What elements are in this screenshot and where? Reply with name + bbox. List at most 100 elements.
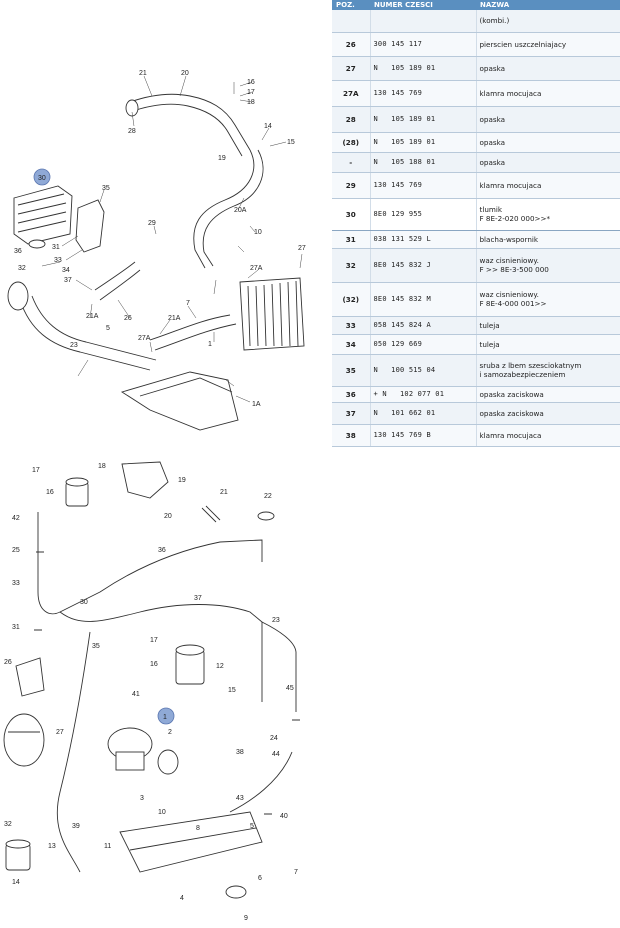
label-5: 5 <box>106 325 110 332</box>
label-35: 35 <box>102 185 110 192</box>
air-duct-part <box>120 371 239 431</box>
label-30: 30 <box>80 599 88 606</box>
label-23: 23 <box>70 342 78 349</box>
label-6: 6 <box>258 875 262 882</box>
intercooler-part <box>239 277 305 351</box>
label-42: 42 <box>12 515 20 522</box>
label-16: 16 <box>247 79 255 86</box>
cell-pos: 37 <box>332 402 371 425</box>
label-5: 5 <box>250 823 254 830</box>
hose-ring-part <box>257 511 275 521</box>
label-36: 36 <box>158 547 166 554</box>
label-17-2: 17 <box>150 637 158 644</box>
cell-name: pierscien uszczelniajacy <box>476 32 620 57</box>
cell-number: N 105 188 01 <box>370 152 477 173</box>
cell-pos: 26 <box>332 32 371 57</box>
cell-number: N 101 662 01 <box>370 402 477 425</box>
cell-pos: 27 <box>332 56 371 81</box>
label-26: 26 <box>4 659 12 666</box>
cell-pos: 34 <box>332 334 371 355</box>
cell-number: 8E0 145 832 M <box>370 282 477 317</box>
vacuum-hose-main <box>37 512 263 615</box>
label-17: 17 <box>247 89 255 96</box>
cell-number: 050 129 669 <box>370 334 477 355</box>
label-44: 44 <box>272 751 280 758</box>
label-10: 10 <box>254 229 262 236</box>
cell-number: 8E0 145 832 J <box>370 248 477 283</box>
position-marker-1[interactable] <box>157 707 175 725</box>
label-45: 45 <box>286 685 294 692</box>
label-29: 29 <box>148 220 156 227</box>
position-marker-30[interactable] <box>33 168 51 186</box>
label-35: 35 <box>92 643 100 650</box>
muffler-part <box>13 185 73 249</box>
label-28: 28 <box>128 128 136 135</box>
cell-pos: - <box>332 152 371 173</box>
bracket-part-upper <box>121 461 169 499</box>
label-19: 19 <box>218 155 226 162</box>
label-12: 12 <box>216 663 224 670</box>
egr-valve-part <box>107 727 179 775</box>
cell-number: N 105 189 01 <box>370 106 477 133</box>
label-27: 27 <box>298 245 306 252</box>
label-9: 9 <box>244 915 248 922</box>
cell-name: opaska <box>476 152 620 173</box>
label-2: 2 <box>168 729 172 736</box>
label-20: 20 <box>164 513 172 520</box>
label-39: 39 <box>72 823 80 830</box>
label-18: 18 <box>98 463 106 470</box>
cell-pos: 31 <box>332 230 371 249</box>
label-26: 26 <box>124 315 132 322</box>
pressure-converter-part <box>5 839 31 871</box>
cell-number: 8E0 129 955 <box>370 197 477 231</box>
table-row[interactable]: (kombi.) <box>332 10 620 33</box>
cell-pos: 38 <box>332 424 371 447</box>
cell-pos: 28 <box>332 106 371 133</box>
cell-pos <box>332 10 371 33</box>
label-33: 33 <box>54 257 62 264</box>
label-14: 14 <box>264 123 272 130</box>
label-32: 32 <box>18 265 26 272</box>
label-15: 15 <box>228 687 236 694</box>
cell-pos: 29 <box>332 172 371 199</box>
cell-name: waz cisnieniowy. F >> 8E-3-500 000 <box>476 248 620 283</box>
label-27a-2: 27A <box>138 335 151 342</box>
label-37: 37 <box>64 277 72 284</box>
cell-number: 058 145 824 A <box>370 316 477 335</box>
label-16: 16 <box>46 489 54 496</box>
label-21a: 21A <box>86 313 99 320</box>
label-3: 3 <box>140 795 144 802</box>
vacuum-system-diagram: 17 16 18 19 21 22 20 42 25 33 36 30 37 2… <box>3 461 300 922</box>
pressure-hose <box>193 149 255 269</box>
hose-clip-part <box>201 505 221 523</box>
cell-name: opaska <box>476 106 620 133</box>
cell-pos: 33 <box>332 316 371 335</box>
column-header-name: NAZWA <box>476 0 620 10</box>
label-1: 1 <box>208 341 212 348</box>
label-37: 37 <box>194 595 202 602</box>
cell-number: 130 145 769 B <box>370 424 477 447</box>
cell-name: waz cisnieniowy. F 8E-4-000 001>> <box>476 282 620 317</box>
label-31: 31 <box>52 244 60 251</box>
cell-pos: 36 <box>332 386 371 403</box>
upper-hose <box>129 93 251 151</box>
label-19: 19 <box>178 477 186 484</box>
